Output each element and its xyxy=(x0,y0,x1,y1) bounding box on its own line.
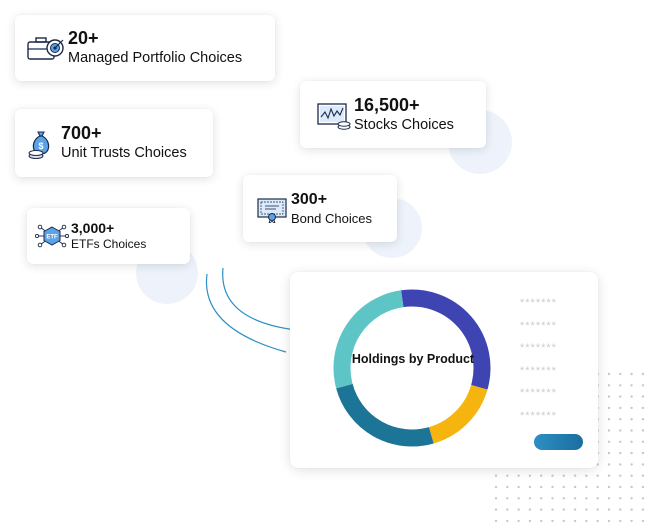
connector-lines xyxy=(205,268,297,353)
svg-text:$: $ xyxy=(38,141,43,151)
bond-choices-card: 300+ Bond Choices xyxy=(243,175,397,242)
masked-value: ******* xyxy=(520,409,557,422)
etf-label: ETFs Choices xyxy=(71,237,147,251)
masked-value: ******* xyxy=(520,364,557,377)
unit-trusts-card: $ 700+ Unit Trusts Choices xyxy=(15,109,213,177)
svg-text:ETF: ETF xyxy=(46,235,58,241)
masked-value: ******* xyxy=(520,297,557,309)
masked-values-list: ******* ******* ******* ******* ******* … xyxy=(520,292,557,428)
masked-value: ******* xyxy=(520,319,557,332)
bond-label: Bond Choices xyxy=(291,211,372,226)
masked-value: ******* xyxy=(520,387,557,400)
bond-count: 300+ xyxy=(291,191,328,208)
view-holdings-button[interactable] xyxy=(534,434,583,450)
etf-choices-card: ETF 3,000+ ETFs Choices xyxy=(27,208,190,264)
unit-trusts-label: Unit Trusts Choices xyxy=(61,145,187,161)
donut-segment-1 xyxy=(401,289,491,390)
stock-chart-icon xyxy=(314,100,354,130)
portfolio-choices-card: 20+ Managed Portfolio Choices xyxy=(15,15,275,81)
stocks-card: 16,500+ Stocks Choices xyxy=(300,81,486,148)
briefcase-target-icon xyxy=(24,33,68,63)
holdings-panel: Holdings by Product ******* ******* ****… xyxy=(290,272,598,468)
donut-segment-4 xyxy=(333,290,404,389)
stocks-label: Stocks Choices xyxy=(354,116,454,133)
portfolio-label: Managed Portfolio Choices xyxy=(68,50,243,66)
donut-segment-3 xyxy=(336,383,434,447)
etf-network-icon: ETF xyxy=(33,221,71,251)
holdings-title: Holdings by Product xyxy=(351,352,475,366)
masked-value: ******* xyxy=(520,342,557,355)
certificate-icon xyxy=(253,195,291,223)
unit-trusts-count: 700+ xyxy=(61,123,102,143)
portfolio-count: 20+ xyxy=(68,28,99,48)
dot-pattern xyxy=(494,372,645,523)
stocks-count: 16,500+ xyxy=(354,94,420,115)
etf-count: 3,000+ xyxy=(71,220,115,236)
money-bag-icon: $ xyxy=(23,126,61,160)
holdings-donut-chart xyxy=(333,289,491,447)
donut-segment-2 xyxy=(428,384,488,444)
